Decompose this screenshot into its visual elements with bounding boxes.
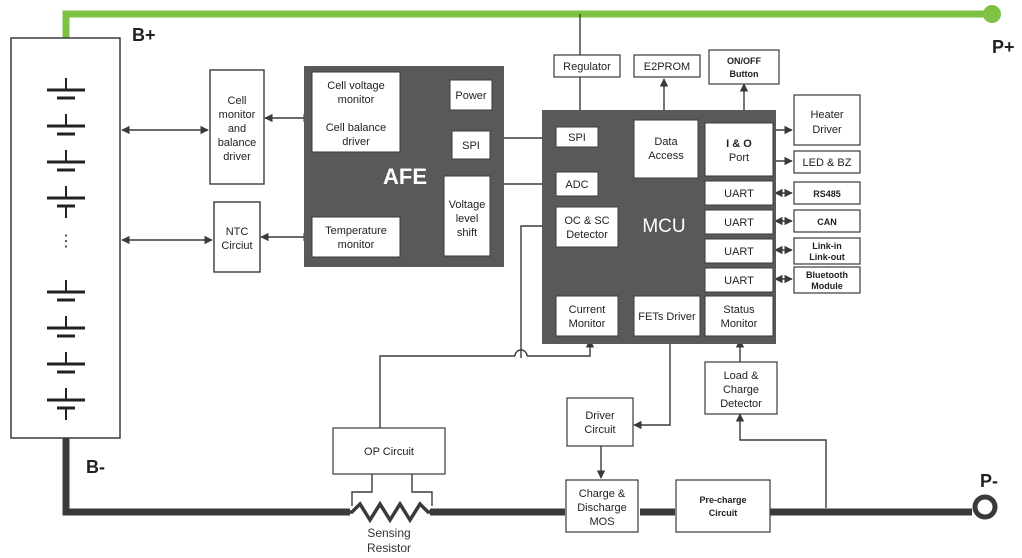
op-circuit-block: OP Circuit: [332, 427, 446, 475]
fets-driver-text: FETs Driver: [638, 311, 696, 323]
mcu-title: MCU: [642, 216, 685, 237]
regulator-block: Regulator: [553, 54, 621, 78]
led-bz-text: LED & BZ: [803, 157, 852, 169]
load-charge-detector-block: Load & Charge Detector: [704, 361, 778, 415]
can-block: CAN: [793, 209, 861, 233]
bluetooth-text-1: Bluetooth: [806, 270, 848, 280]
driver-circuit-text-1: Driver: [585, 410, 615, 422]
precharge-circuit-block: Pre-charge Circuit: [675, 479, 771, 533]
load-detector-sense-line: [735, 413, 827, 508]
mcu-spi-text: SPI: [568, 132, 586, 144]
adc-text: ADC: [565, 179, 588, 191]
current-monitor-text-1: Current: [569, 304, 606, 316]
cell-monitor-text-2: monitor: [219, 109, 256, 121]
precharge-text-2: Circuit: [709, 508, 738, 518]
battery-ellipsis: ⋮: [58, 233, 74, 250]
negative-bus: [62, 436, 998, 520]
cell-monitor-text-5: driver: [223, 151, 251, 163]
cell-monitor-text-1: Cell: [228, 95, 247, 107]
status-monitor-text-2: Monitor: [721, 318, 758, 330]
rs485-block: RS485: [793, 181, 861, 205]
afe-spi-text: SPI: [462, 140, 480, 152]
afe-block: AFE Cell voltage monitor Cell balance dr…: [304, 66, 504, 267]
cell-voltage-text-1: Cell voltage: [327, 80, 384, 92]
mos-text-1: Charge &: [579, 488, 626, 500]
cell-balance-text-1: Cell balance: [326, 122, 387, 134]
led-bz-block: LED & BZ: [793, 150, 861, 174]
sensing-resistor-label-2: Resistor: [367, 541, 411, 555]
vls-text-1: Voltage: [449, 199, 486, 211]
uart-3-text: UART: [724, 246, 754, 258]
p-plus-label: P+: [992, 37, 1015, 57]
link-text-1: Link-in: [812, 241, 842, 251]
cell-monitor-block: Cell monitor and balance driver: [209, 69, 265, 185]
oc-sc-text-1: OC & SC: [564, 215, 609, 227]
on-off-text-1: ON/OFF: [727, 56, 761, 66]
uart-2-text: UART: [724, 217, 754, 229]
ntc-block: NTC Circiut: [213, 201, 261, 273]
heater-driver-block: Heater Driver: [793, 94, 861, 146]
op-to-current-monitor-line-a: [379, 355, 515, 428]
vls-text-2: level: [456, 213, 479, 225]
p-minus-terminal-ring: [972, 494, 998, 520]
positive-bus: [62, 5, 1001, 38]
driver-circuit-block: Driver Circuit: [566, 397, 634, 447]
vls-text-3: shift: [457, 227, 477, 239]
cell-monitor-text-3: and: [228, 123, 246, 135]
uart-4-text: UART: [724, 275, 754, 287]
link-text-2: Link-out: [809, 252, 845, 262]
io-port-text-2: Port: [729, 152, 749, 164]
link-block: Link-in Link-out: [793, 237, 861, 265]
sensing-resistor-label-1: Sensing: [367, 526, 410, 540]
mos-text-3: MOS: [589, 516, 614, 528]
load-detector-text-3: Detector: [720, 398, 762, 410]
b-plus-label: B+: [132, 25, 156, 45]
heater-text-1: Heater: [810, 109, 843, 121]
mcu-block: MCU SPI Data Access I & O Port ADC OC & …: [542, 110, 776, 344]
cell-monitor-text-4: balance: [218, 137, 257, 149]
can-text: CAN: [817, 217, 837, 227]
mos-text-2: Discharge: [577, 502, 627, 514]
on-off-button-block: ON/OFF Button: [708, 49, 780, 85]
data-access-text-1: Data: [654, 136, 678, 148]
op-circuit-text: OP Circuit: [364, 446, 414, 458]
fets-to-driver-line: [633, 342, 671, 430]
p-minus-label: P-: [980, 471, 998, 491]
sensing-resistor: Sensing Resistor: [345, 500, 436, 555]
e2prom-text: E2PROM: [644, 61, 690, 73]
b-minus-label: B-: [86, 457, 105, 477]
bluetooth-block: Bluetooth Module: [793, 266, 861, 294]
battery-pack: ⋮: [10, 37, 121, 439]
afe-title: AFE: [383, 164, 427, 189]
ntc-text-1: NTC: [226, 226, 249, 238]
oc-sc-text-2: Detector: [566, 229, 608, 241]
op-to-resistor-left-line: [351, 474, 373, 506]
temperature-text-2: monitor: [338, 239, 375, 251]
data-access-text-2: Access: [648, 150, 684, 162]
heater-text-2: Driver: [812, 124, 842, 136]
op-to-resistor-right-line: [411, 474, 433, 506]
temperature-text-1: Temperature: [325, 225, 387, 237]
ntc-text-2: Circiut: [221, 240, 252, 252]
bluetooth-text-2: Module: [811, 281, 843, 291]
charge-discharge-mos-block: Charge & Discharge MOS: [565, 479, 639, 533]
cell-voltage-text-2: monitor: [338, 94, 375, 106]
driver-circuit-text-2: Circuit: [584, 424, 615, 436]
on-off-text-2: Button: [730, 69, 759, 79]
current-monitor-text-2: Monitor: [569, 318, 606, 330]
rs485-text: RS485: [813, 189, 841, 199]
precharge-text-1: Pre-charge: [699, 495, 746, 505]
io-port-text-1: I & O: [726, 138, 752, 150]
uart-1-text: UART: [724, 188, 754, 200]
load-detector-text-1: Load &: [724, 370, 760, 382]
status-monitor-text-1: Status: [723, 304, 755, 316]
load-detector-text-2: Charge: [723, 384, 759, 396]
regulator-text: Regulator: [563, 61, 611, 73]
op-to-current-monitor-line-b: [527, 339, 595, 357]
cell-balance-text-2: driver: [342, 136, 370, 148]
p-plus-terminal-dot: [983, 5, 1001, 23]
power-text: Power: [455, 90, 487, 102]
e2prom-block: E2PROM: [633, 54, 701, 78]
